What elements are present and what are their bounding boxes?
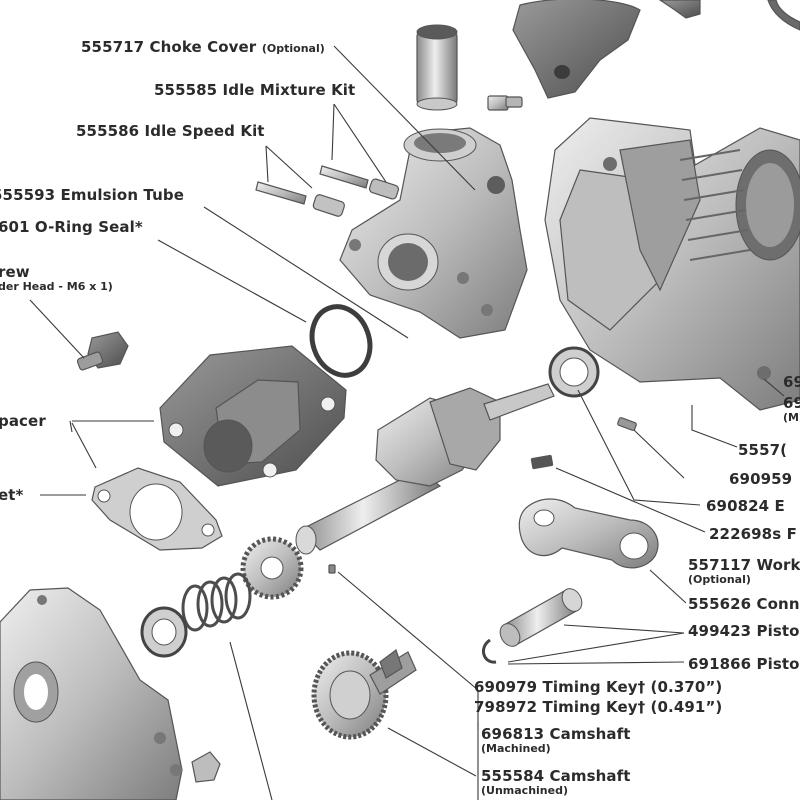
screw-label: rew der Head - M6 x 1)	[0, 263, 113, 293]
cylinder-head-screw-part	[76, 331, 129, 371]
camshaft-machined-label: 696813 Camshaft (Machined)	[481, 725, 631, 755]
carburetor-part	[339, 127, 528, 339]
o-ring-seal-part	[309, 304, 373, 378]
crankcase-cover-part	[0, 587, 183, 800]
block-part-label-b: 69 (M	[783, 394, 800, 424]
air-guide-part	[512, 0, 641, 99]
camshaft-part	[311, 649, 417, 740]
idle-mixture-kit-label: 555585 Idle Mixture Kit	[154, 81, 356, 99]
top-corner-part	[658, 0, 800, 31]
dipstick-cap-part	[191, 751, 221, 783]
gasket-part	[91, 467, 223, 551]
crankcase-bearing-part	[140, 606, 188, 658]
o-ring-seal-label: 601 O-Ring Seal*	[0, 218, 143, 236]
piston-pin-label: 499423 Pisto	[688, 622, 800, 640]
retaining-ring-part	[481, 638, 497, 664]
timing-gear-part	[240, 536, 304, 600]
timing-key-370-label: 690979 Timing Key† (0.370”)	[474, 678, 723, 696]
main-bearing-part	[548, 346, 600, 398]
gasket-label: et*	[0, 486, 24, 504]
idle-speed-kit-label: 555586 Idle Speed Kit	[76, 122, 265, 140]
piston-ring-label: 691866 Pisto	[688, 655, 800, 673]
part-555570-label: 5557(	[738, 441, 788, 459]
piston-pin-part	[499, 588, 583, 647]
idle-speed-screw-part	[255, 181, 345, 217]
part-557117-label: 557117 Work (Optional)	[688, 556, 800, 586]
emulsion-tube-label: 555593 Emulsion Tube	[0, 186, 184, 204]
governor-springs-part	[181, 572, 252, 632]
small-bolt-part	[487, 95, 523, 111]
choke-cover-part	[416, 24, 458, 111]
camshaft-unmachined-label: 555584 Camshaft (Unmachined)	[481, 767, 631, 797]
connecting-rod-label: 555626 Conn	[688, 595, 800, 613]
idle-mixture-screw-part	[319, 165, 400, 200]
block-part-label-a: 69	[783, 373, 800, 391]
part-222698-label: 222698s F	[709, 525, 797, 543]
timing-key-491-label: 798972 Timing Key† (0.491”)	[474, 698, 723, 716]
choke-cover-label: 555717 Choke Cover (Optional)	[81, 38, 325, 56]
engine-block-part	[544, 117, 800, 411]
spacer-part	[159, 345, 347, 487]
crankshaft-part	[295, 383, 555, 555]
woodruff-key-part	[328, 417, 637, 574]
connecting-rod-part	[518, 498, 659, 569]
part-690959-label: 690959	[729, 470, 793, 488]
leader-lines	[29, 45, 785, 800]
spacer-label: pacer	[0, 412, 46, 430]
part-690824-label: 690824 E	[706, 497, 785, 515]
